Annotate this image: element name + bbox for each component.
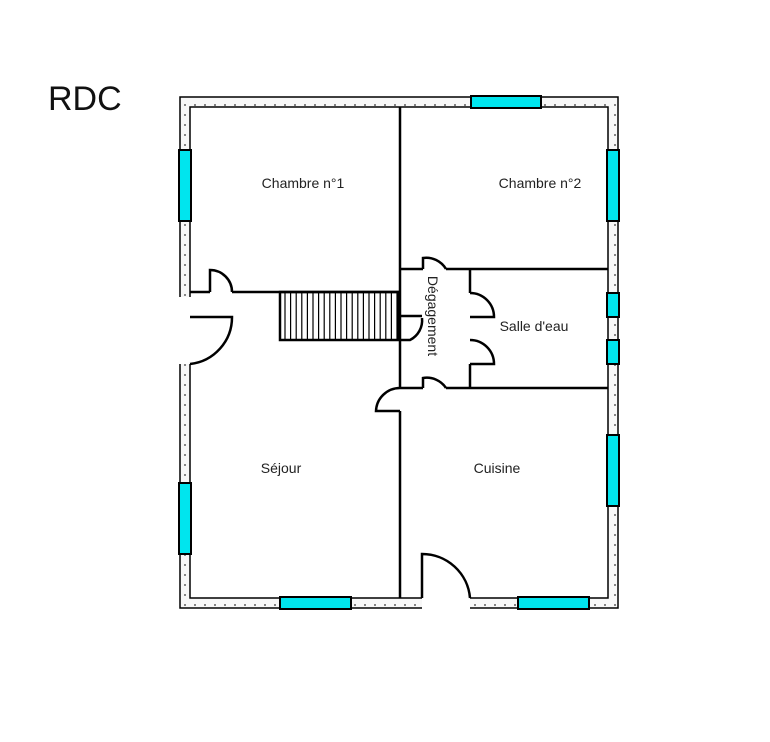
- window-right-salle-eau-1: [606, 292, 620, 318]
- door-chambre2: [421, 256, 448, 270]
- door-salle-eau-2: [469, 338, 496, 366]
- window-bottom-sejour: [279, 596, 352, 610]
- door-cuisine: [374, 386, 401, 413]
- room-label-degagement: Dégagement: [425, 276, 441, 356]
- room-label-salle-eau: Salle d'eau: [500, 318, 569, 334]
- window-right-chambre2: [606, 149, 620, 222]
- doors: [189, 256, 496, 599]
- door-entrance: [189, 315, 234, 366]
- door-salle-eau-1: [469, 291, 496, 319]
- door-degagement-bottom: [421, 376, 448, 389]
- window-right-cuisine: [606, 434, 620, 507]
- door-cuisine-exterior: [420, 552, 472, 599]
- room-label-cuisine: Cuisine: [474, 460, 521, 476]
- stairs: [278, 290, 400, 342]
- window-left-sejour: [178, 482, 192, 555]
- window-right-salle-eau-2: [606, 339, 620, 365]
- room-label-sejour: Séjour: [261, 460, 302, 476]
- window-left-chambre1: [178, 149, 192, 222]
- window-top: [470, 95, 542, 109]
- windows: [178, 95, 620, 610]
- room-label-chambre2: Chambre n°2: [499, 175, 582, 191]
- room-label-chambre1: Chambre n°1: [262, 175, 345, 191]
- door-stairs: [400, 317, 424, 342]
- window-bottom-cuisine: [517, 596, 590, 610]
- floor-title: RDC: [48, 80, 122, 118]
- door-chambre1: [208, 268, 234, 293]
